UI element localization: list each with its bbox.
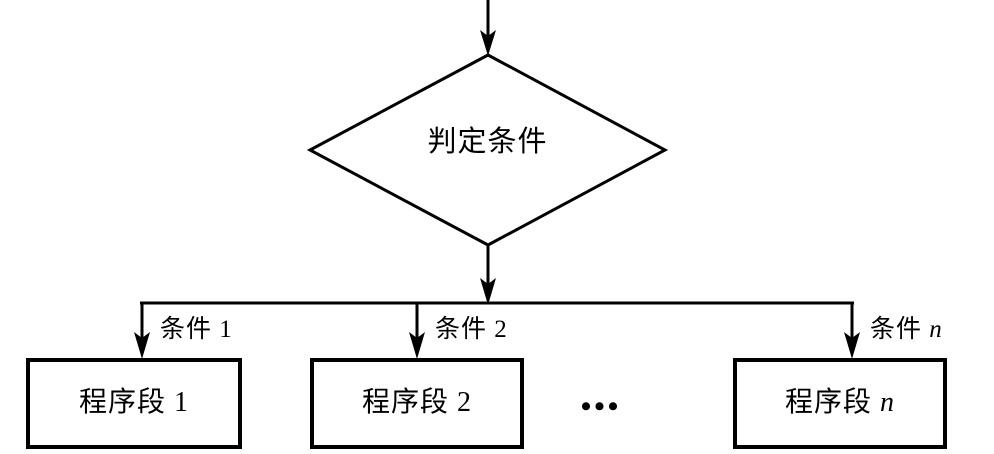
process-box-1-label: 程序段 1: [28, 389, 240, 417]
process-box-2-label: 程序段 2: [312, 389, 522, 417]
branch-label-n-base: 条件: [870, 316, 923, 343]
process-box-n-index: n: [880, 387, 895, 418]
branch-arrow-n: [844, 303, 860, 359]
branch-arrow-2: [409, 303, 425, 359]
branch-label-2: 条件 2: [435, 317, 508, 342]
branch-label-1: 条件 1: [160, 317, 233, 342]
process-box-2: [310, 358, 524, 449]
decision-to-bus-arrow: [480, 245, 496, 305]
decision-label: 判定条件: [427, 126, 548, 158]
process-box-n-base: 程序段: [784, 387, 872, 418]
branch-label-n-index: n: [929, 316, 943, 343]
process-box-1: [26, 358, 242, 449]
branch-label-2-base: 条件: [435, 316, 488, 343]
incoming-arrow: [480, 0, 496, 56]
branch-label-n: 条件 n: [870, 317, 943, 342]
process-box-2-index: 2: [457, 387, 472, 418]
branch-label-2-index: 2: [494, 316, 508, 343]
process-box-2-base: 程序段: [361, 387, 449, 418]
process-box-n: [733, 358, 947, 449]
branch-label-1-index: 1: [219, 316, 233, 343]
ellipsis-separator: •••: [580, 390, 622, 423]
branch-label-1-base: 条件: [160, 316, 213, 343]
process-box-1-base: 程序段: [78, 387, 166, 418]
branch-arrow-1: [134, 303, 150, 359]
process-box-n-label: 程序段 n: [735, 389, 945, 417]
process-box-1-index: 1: [174, 387, 189, 418]
